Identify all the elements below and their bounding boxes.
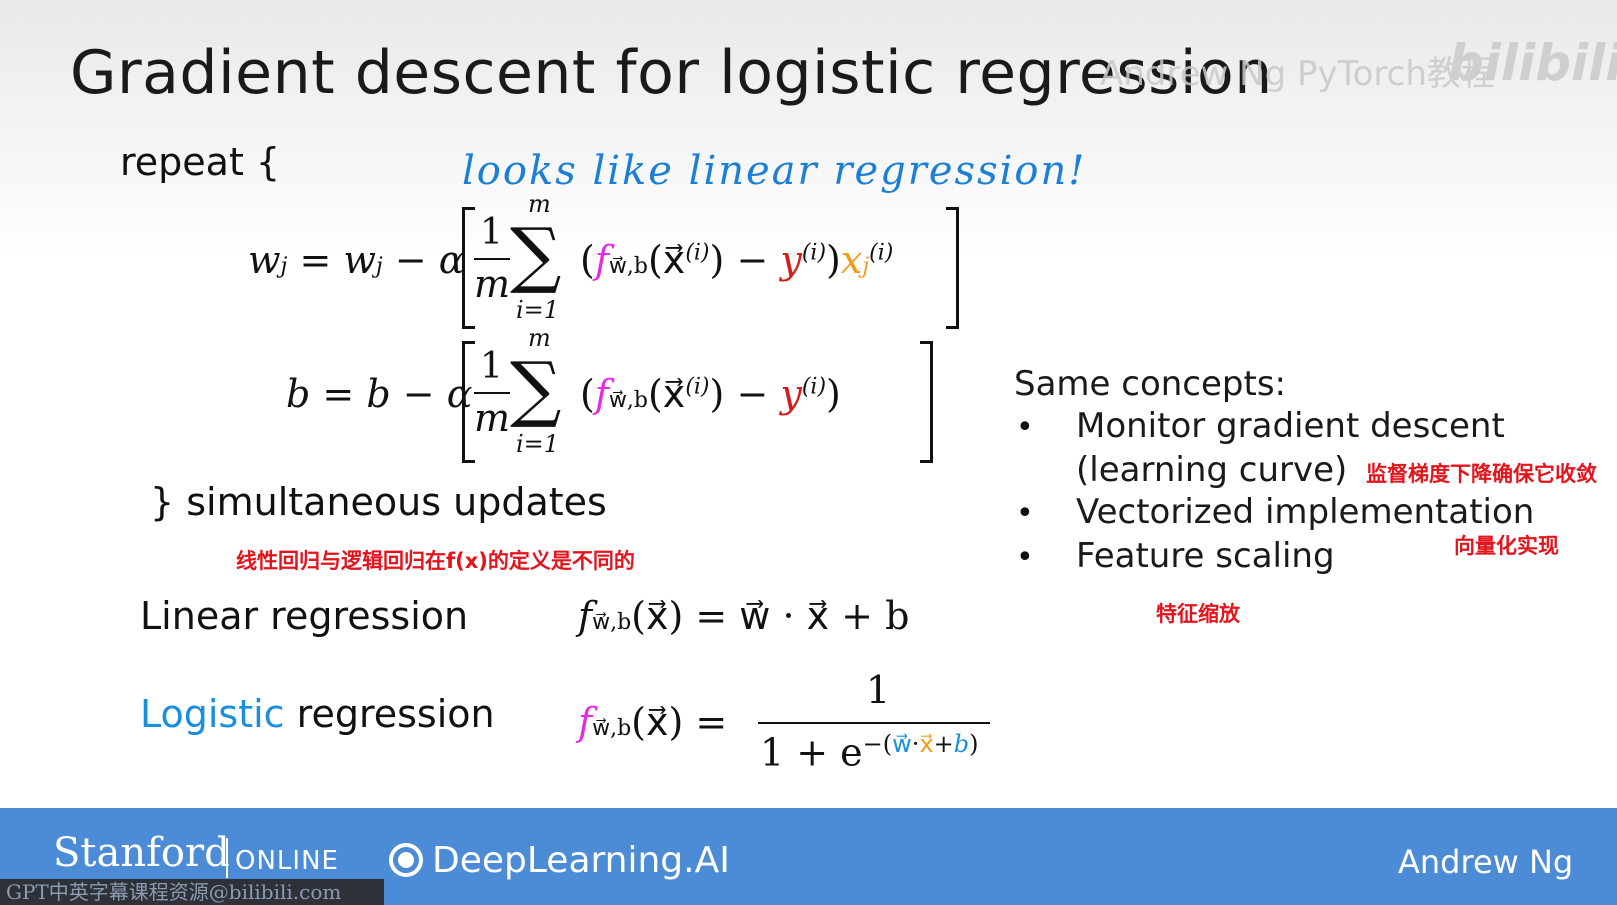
slide-title: Gradient descent for logistic regression — [70, 38, 1273, 108]
w-sum-top: m — [528, 190, 551, 218]
repeat-open: repeat { — [120, 140, 281, 184]
handwritten-note: looks like linear regression! — [462, 148, 1087, 194]
bilibili-logo: bilibili — [1448, 34, 1617, 92]
watermark-text: Andrew Ng PyTorch教程 — [1100, 54, 1495, 94]
b-sum-top: m — [528, 324, 551, 352]
online-divider — [226, 838, 228, 878]
concept-vectorized: Vectorized implementation — [1076, 492, 1535, 532]
b-lhs: b = b − α — [286, 372, 473, 416]
bullet-2: • — [1016, 496, 1034, 531]
bullet-3: • — [1016, 540, 1034, 575]
w-frac-den: m — [474, 262, 511, 306]
logistic-frac-bar — [758, 722, 990, 724]
w-sum-bottom: i=1 — [516, 296, 560, 324]
w-lhs: wj = wj − α — [248, 238, 465, 282]
linear-regression-label: Linear regression — [140, 594, 469, 638]
w-right-bracket — [946, 207, 959, 329]
b-frac-bar — [474, 392, 510, 394]
logistic-regression-label: Logistic regression — [140, 692, 495, 736]
logistic-exponent: −(w⃗·x⃗+b) — [862, 730, 979, 758]
bullet-1: • — [1016, 410, 1034, 445]
annotation-definition-diff: 线性回归与逻辑回归在f(x)的定义是不同的 — [236, 549, 635, 573]
concept-learning-curve: (learning curve) — [1076, 450, 1348, 490]
b-left-bracket — [462, 341, 475, 463]
author-name: Andrew Ng — [1398, 843, 1574, 881]
b-frac-den: m — [474, 396, 511, 440]
deeplearning-logo: DeepLearning.AI — [432, 840, 730, 881]
annotation-vectorized: 向量化实现 — [1454, 534, 1559, 558]
b-summand: (fw⃗,b(x⃗(i)) − y(i)) — [580, 372, 841, 416]
annotation-scaling: 特征缩放 — [1156, 602, 1240, 626]
logistic-denominator: 1 + e−(w⃗·x⃗+b) — [760, 730, 979, 775]
stanford-logo: Stanford — [53, 830, 230, 876]
w-summand: (fw⃗,b(x⃗(i)) − y(i))xj(i) — [580, 238, 894, 282]
online-label: ONLINE — [235, 846, 339, 876]
w-sigma: ∑ — [510, 212, 562, 296]
b-sigma: ∑ — [510, 346, 562, 430]
w-frac-num: 1 — [480, 212, 503, 253]
linear-regression-formula: fw⃗,b(x⃗) = w⃗ · x⃗ + b — [578, 594, 910, 638]
b-frac-num: 1 — [480, 346, 503, 387]
logistic-f: fw⃗,b(x⃗) = — [578, 700, 728, 744]
deeplearning-logo-icon — [389, 843, 423, 877]
b-sum-bottom: i=1 — [516, 430, 560, 458]
logistic-numerator: 1 — [866, 668, 891, 712]
b-right-bracket — [920, 341, 933, 463]
simultaneous-updates: } simultaneous updates — [150, 480, 607, 524]
same-concepts-heading: Same concepts: — [1014, 364, 1286, 404]
concept-feature-scaling: Feature scaling — [1076, 536, 1335, 576]
caption-bar: GPT中英字幕课程资源@bilibili.com — [0, 879, 384, 905]
concept-monitor: Monitor gradient descent — [1076, 406, 1505, 446]
w-frac-bar — [474, 258, 510, 260]
annotation-monitor: 监督梯度下降确保它收敛 — [1366, 462, 1597, 486]
w-left-bracket — [462, 207, 475, 329]
